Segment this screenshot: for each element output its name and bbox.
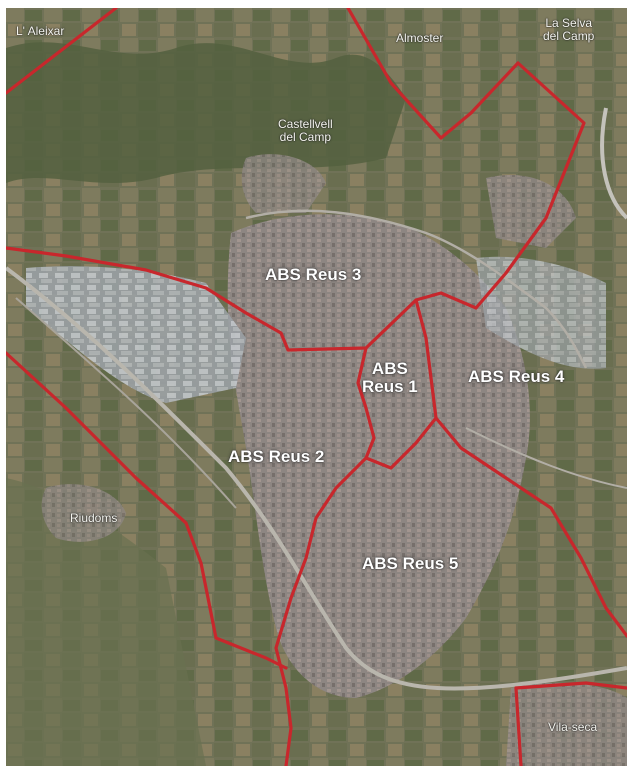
abs-boundaries (6, 8, 627, 766)
village-vilaseca (506, 682, 627, 766)
town-label-almoster: Almoster (396, 31, 444, 45)
boundary-east (414, 298, 627, 638)
zone-label-reus2: ABS Reus 2 (228, 447, 325, 466)
zone-label-reus1: ABS Reus 1 (362, 359, 418, 396)
town-label-vilaseca: Vila-seca (548, 720, 598, 734)
map-canvas (6, 8, 627, 766)
zone-label-reus5: ABS Reus 5 (362, 554, 459, 573)
town-label-laselva: La Selva del Camp (543, 16, 595, 43)
industrial-zone-east (476, 256, 606, 369)
railway-road (6, 266, 627, 691)
road-east (465, 427, 627, 489)
town-label-riudoms: Riudoms (70, 511, 118, 525)
boundary-west (6, 351, 288, 670)
boundary-south (274, 456, 368, 766)
boundary-vilaseca (514, 686, 523, 766)
boundary-reus1 (356, 346, 438, 470)
village-castellvell (241, 154, 326, 213)
boundary-northwest (6, 8, 118, 95)
industrial-zone-west (26, 266, 246, 403)
road-west (15, 297, 237, 509)
boundary-vilaseca-north (514, 681, 627, 690)
farmland-southwest (6, 478, 206, 766)
wooded-hills (6, 42, 406, 183)
zone-label-reus4: ABS Reus 4 (468, 367, 565, 386)
village-riudoms (41, 484, 126, 542)
boundary-north (6, 8, 586, 352)
satellite-map[interactable]: L' Aleixar Almoster La Selva del Camp Ca… (6, 8, 627, 766)
town-label-castellvell: Castellvell del Camp (278, 117, 333, 144)
highway-northeast (600, 107, 627, 220)
town-label-laleixar: L' Aleixar (16, 24, 65, 38)
village-northeast (486, 174, 576, 248)
zone-label-reus3: ABS Reus 3 (265, 265, 362, 284)
ring-road-north (245, 209, 588, 369)
